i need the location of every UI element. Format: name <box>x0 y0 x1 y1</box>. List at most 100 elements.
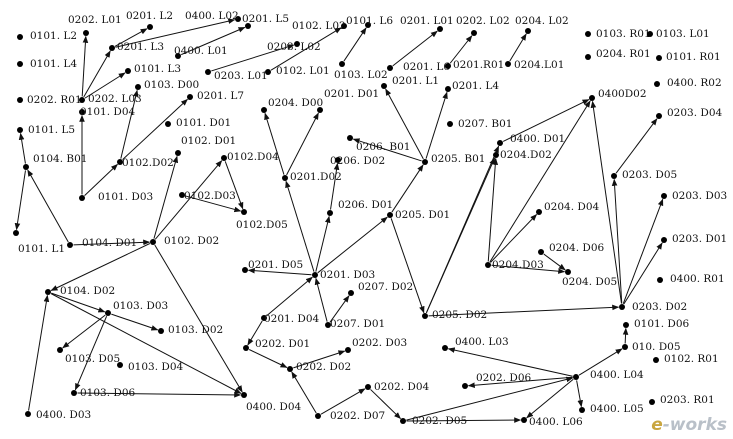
edge-0201-d03-to-0201-d05 <box>247 267 312 276</box>
node-0207-d01 <box>325 322 331 328</box>
node-0101-l4 <box>17 61 23 67</box>
node-0202-d04 <box>365 384 371 390</box>
node-0201-l3 <box>109 45 115 51</box>
edge-0202-d07-to-0202-d04 <box>320 388 366 415</box>
node-0203-r01 <box>649 399 655 405</box>
node-0207-d02 <box>348 290 354 296</box>
node-label-0104-d01: 0104. D01 <box>82 237 137 249</box>
edge-0102-d02-to-0201-l7 <box>122 98 188 160</box>
node-label-0201-r01: 0201.R01 <box>453 59 504 71</box>
edge-0103-d06-to-0400-d04 <box>77 392 242 398</box>
node-label-0102-d03: 0102.D03 <box>184 190 236 202</box>
edge-0400-l04-to-0202-d06 <box>467 376 573 388</box>
edge-0102-d02b-to-0400-d04 <box>154 244 243 393</box>
edge-0205-d02-to-0204-d02 <box>425 157 496 313</box>
node-label-0400-d01: 0400. D01 <box>510 133 565 145</box>
node-label-0201-l2: 0201. L2 <box>126 10 173 22</box>
edge-0103-d03-to-0103-d06 <box>74 316 108 391</box>
node-label-0202-d06: 0202. D06 <box>476 372 531 384</box>
edge-0203-d02-to-0203-d05 <box>611 178 623 304</box>
edge-0202-d07-to-0202-d02 <box>291 371 317 414</box>
edge-0104-d01-to-0104-b01 <box>27 169 69 243</box>
node-0201-d05 <box>242 267 248 273</box>
edge-0207-d01-to-0201-d03 <box>314 277 328 322</box>
node-0400-l01 <box>175 53 181 59</box>
node-0202-l03 <box>79 97 85 103</box>
node-label-0204-d00: 0204. D00 <box>268 97 323 109</box>
edge-0203-d02-to-0203-d01 <box>623 242 663 305</box>
node-0202-d06 <box>462 383 468 389</box>
edge-0103-d03-to-0103-d02 <box>111 313 159 331</box>
node-label-0101-l3: 0101. L3 <box>134 63 181 75</box>
node-label-0204-d05: 0204. D05 <box>562 276 617 288</box>
edge-0102-d02b-to-0102-d04 <box>154 160 223 240</box>
edge-0202-l03-to-0201-l3 <box>83 50 111 98</box>
node-label-0201-d05: 0201. D05 <box>248 259 303 271</box>
node-0202-l01 <box>83 30 89 36</box>
node-0400-l04 <box>573 374 579 380</box>
node-label-0207-b01: 0207. B01 <box>458 118 512 130</box>
node-0203-d05 <box>611 173 617 179</box>
node-label-0205-b01: 0205. B01 <box>431 153 485 165</box>
node-label-0201-l3: 0201. L3 <box>117 41 164 53</box>
node-0202-d02 <box>287 366 293 372</box>
edge-0204-d06-to-0204-d05 <box>543 253 566 271</box>
node-label-0101-d06: 0101. D06 <box>634 318 689 330</box>
node-0204-d00 <box>261 107 267 113</box>
node-label-0400-r01: 0400. R01 <box>670 273 725 285</box>
node-0204-d05 <box>565 269 571 275</box>
node-0101-d04 <box>79 109 85 115</box>
node-label-0203-d03: 0203. D03 <box>672 190 727 202</box>
node-label-0400-l04: 0400. L04 <box>590 369 644 381</box>
edge-0102-l01-to-0102-l02 <box>270 27 342 71</box>
node-0102-l01 <box>265 69 271 75</box>
node-label-0101-d01: 0101. D01 <box>176 117 231 129</box>
edge-0201-d03-to-0206-d01 <box>315 215 331 272</box>
node-0103-d05 <box>57 347 63 353</box>
node-0101-r01 <box>656 55 662 61</box>
node-0201-l6 <box>387 65 393 71</box>
edge-0205-b01-to-0201-l1 <box>385 88 424 160</box>
node-label-0103-l01: 0103. L01 <box>656 28 710 40</box>
node-label-0204-d04: 0204. D04 <box>544 201 599 213</box>
edge-0204-d03-to-0204-d05 <box>491 264 566 274</box>
node-label-0104-d02: 0104. D02 <box>60 285 115 297</box>
node-0102-d05 <box>241 209 247 215</box>
node-label-0204-d03: 0204.D03 <box>492 259 544 271</box>
node-0400-l05 <box>579 407 585 413</box>
node-label-0202-d02: 0202. D02 <box>296 361 351 373</box>
node-0204-d02 <box>493 152 499 158</box>
edge-0104-b01-to-0101-l5 <box>18 132 26 164</box>
node-0400-l06 <box>521 417 527 423</box>
node-label-0206-d02: 0206. D02 <box>330 155 385 167</box>
node-label-0203-l01: 0203. L01 <box>214 70 268 82</box>
node-label-0202-d07: 0202. D07 <box>330 410 385 422</box>
node-0206-d02 <box>335 157 341 163</box>
node-label-0202-d04: 0202. D04 <box>374 381 429 393</box>
node-label-0400-d03: 0400. D03 <box>36 409 91 421</box>
node-label-0103-r01: 0103. R01 <box>596 28 651 40</box>
node-label-0202-l02: 0202. L02 <box>456 15 510 27</box>
node-0400-l02 <box>235 16 241 22</box>
node-label-0203-d05: 0203. D05 <box>622 169 677 181</box>
node-label-0202-l01: 0202. L01 <box>68 14 122 26</box>
edge-0103-l02-to-0101-l6 <box>343 27 367 62</box>
node-label-0204-r01: 0204. R01 <box>596 48 651 60</box>
node-0101-d03 <box>79 195 85 201</box>
node-label-0400d02: 0400D02 <box>598 88 647 100</box>
edge-0202-d05-to-0400-l06 <box>406 417 522 423</box>
node-0201-l2 <box>147 24 153 30</box>
node-0207-b01 <box>447 121 453 127</box>
edge-0206-d01-to-0206-d02 <box>330 162 340 210</box>
node-0102-d02b <box>150 239 156 245</box>
edge-0201-d03-to-0205-d01 <box>317 216 388 274</box>
node-0206-d01 <box>327 210 333 216</box>
edge-0203-d02-to-0400d02 <box>590 100 622 304</box>
edge-0202-d04-to-0202-d05 <box>370 389 401 420</box>
edge-0204-d03-to-0204-d04 <box>490 214 538 263</box>
node-0203-d02 <box>619 304 625 310</box>
node-label-0400-l02: 0400. L02 <box>185 10 239 22</box>
edge-0201-l3-to-0201-l2 <box>114 28 148 47</box>
